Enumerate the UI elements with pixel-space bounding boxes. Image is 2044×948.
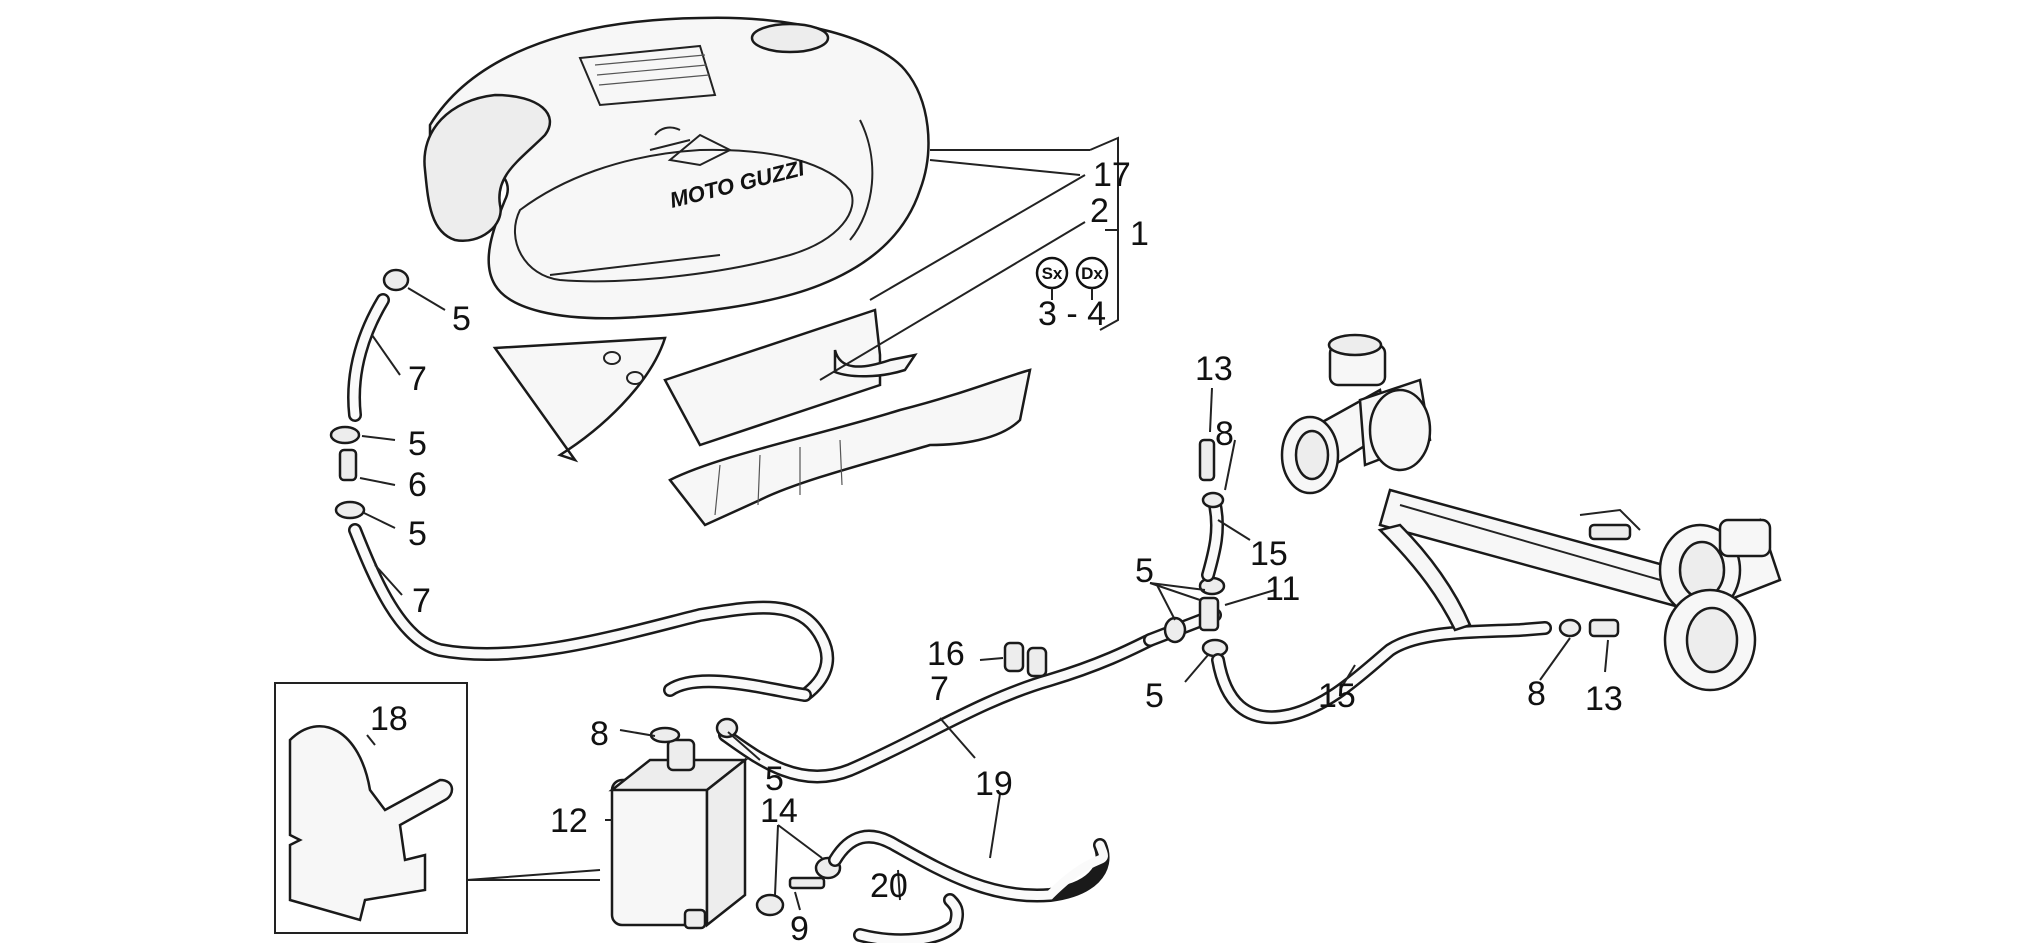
callout-5-top: 5 [452, 300, 471, 338]
callout-5-third: 5 [408, 515, 427, 553]
callout-7-right: 7 [930, 670, 949, 708]
bracket-1 [819, 136, 1119, 381]
callout-15-bottom: 15 [1318, 677, 1356, 715]
callout-17: 17 [1093, 156, 1131, 194]
leader-lines [359, 287, 1609, 911]
callout-8-left: 8 [590, 715, 609, 753]
fuel-tank: MOTO GUZZI [423, 16, 930, 320]
callout-15-top: 15 [1250, 535, 1288, 573]
lower-shield-panel [668, 368, 1032, 527]
callout-5-junction-bottom: 5 [1145, 677, 1164, 715]
callout-8-top: 8 [1215, 415, 1234, 453]
callout-1: 1 [1130, 215, 1149, 253]
callout-7-top: 7 [408, 360, 427, 398]
callout-13-bottom: 13 [1585, 680, 1623, 718]
callout-8-bottom: 8 [1527, 675, 1546, 713]
hose-19 [828, 829, 1110, 903]
carbon-canister [608, 717, 749, 930]
callout-18: 18 [370, 700, 408, 738]
callout-11: 11 [1265, 570, 1300, 608]
side-panel [492, 336, 667, 463]
t-junction-hoses [1143, 438, 1620, 725]
hose-20 [853, 893, 965, 948]
circle-badge-icon [1035, 256, 1109, 300]
callout-5-junction-top: 5 [1135, 552, 1154, 590]
callout-20: 20 [870, 867, 908, 905]
left-hose-chain [329, 268, 835, 702]
callout-2: 2 [1090, 192, 1109, 230]
callout-6: 6 [408, 466, 427, 504]
callout-16: 16 [927, 635, 965, 673]
bolt-and-spacers [755, 856, 842, 917]
callout-3-4: 3 - 4 [1038, 295, 1106, 333]
callout-12: 12 [550, 802, 588, 840]
callout-9: 9 [790, 910, 809, 943]
canister-hose [663, 633, 1157, 784]
callout-5-canister: 5 [765, 760, 784, 798]
callout-14: 14 [760, 792, 798, 830]
bracket-detail-box [274, 682, 601, 934]
badge-dx: Dx [1081, 264, 1103, 283]
badge-sx: Sx [1042, 264, 1063, 283]
callout-7-mid: 7 [412, 582, 431, 620]
clips-16 [1003, 641, 1048, 678]
callout-13-top: 13 [1195, 350, 1233, 388]
callout-5-second: 5 [408, 425, 427, 463]
callout-19: 19 [975, 765, 1013, 803]
throttle-body-assembly [1280, 333, 1782, 692]
